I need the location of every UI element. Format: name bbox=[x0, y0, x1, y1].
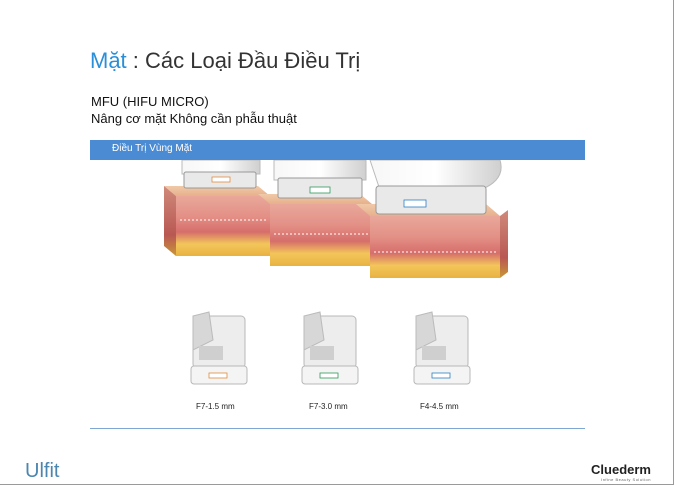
handpiece-illustration-2 bbox=[273, 160, 367, 199]
handpiece-tip-3 bbox=[413, 311, 471, 385]
title-rest: : Các Loại Đầu Điều Trị bbox=[126, 48, 361, 73]
skin-block-1 bbox=[164, 186, 270, 256]
handpiece-tip-1 bbox=[190, 311, 248, 385]
handpiece-label-2: F7-3.0 mm bbox=[309, 402, 348, 411]
page-title: Mặt : Các Loại Đầu Điều Trị bbox=[90, 48, 360, 74]
handpiece-label-3: F4-4.5 mm bbox=[420, 402, 459, 411]
handpiece-label-1: F7-1.5 mm bbox=[196, 402, 235, 411]
divider bbox=[90, 428, 585, 429]
handpiece-illustration-1 bbox=[181, 160, 261, 189]
cluederm-logo: Cluederm Infine Beauty Solution bbox=[591, 462, 651, 483]
skin-block-2 bbox=[258, 194, 372, 266]
subtitle-line-1: MFU (HIFU MICRO) bbox=[91, 94, 209, 109]
handpiece-illustration-3 bbox=[369, 160, 502, 215]
cluederm-tagline: Infine Beauty Solution bbox=[601, 477, 651, 482]
title-accent: Mặt bbox=[90, 48, 127, 73]
section-band-label: Điều Trị Vùng Mặt bbox=[112, 143, 193, 154]
section-band: Điều Trị Vùng Mặt bbox=[90, 140, 585, 160]
subtitle-line-2: Nâng cơ mặt Không cần phẫu thuật bbox=[91, 111, 297, 126]
handpiece-tip-2 bbox=[301, 311, 359, 385]
skin-block-3 bbox=[356, 204, 508, 278]
ulfit-logo: Ulfit bbox=[25, 460, 60, 482]
skin-treatment-illustration bbox=[164, 160, 508, 278]
cluederm-brand: Cluederm bbox=[591, 462, 651, 477]
